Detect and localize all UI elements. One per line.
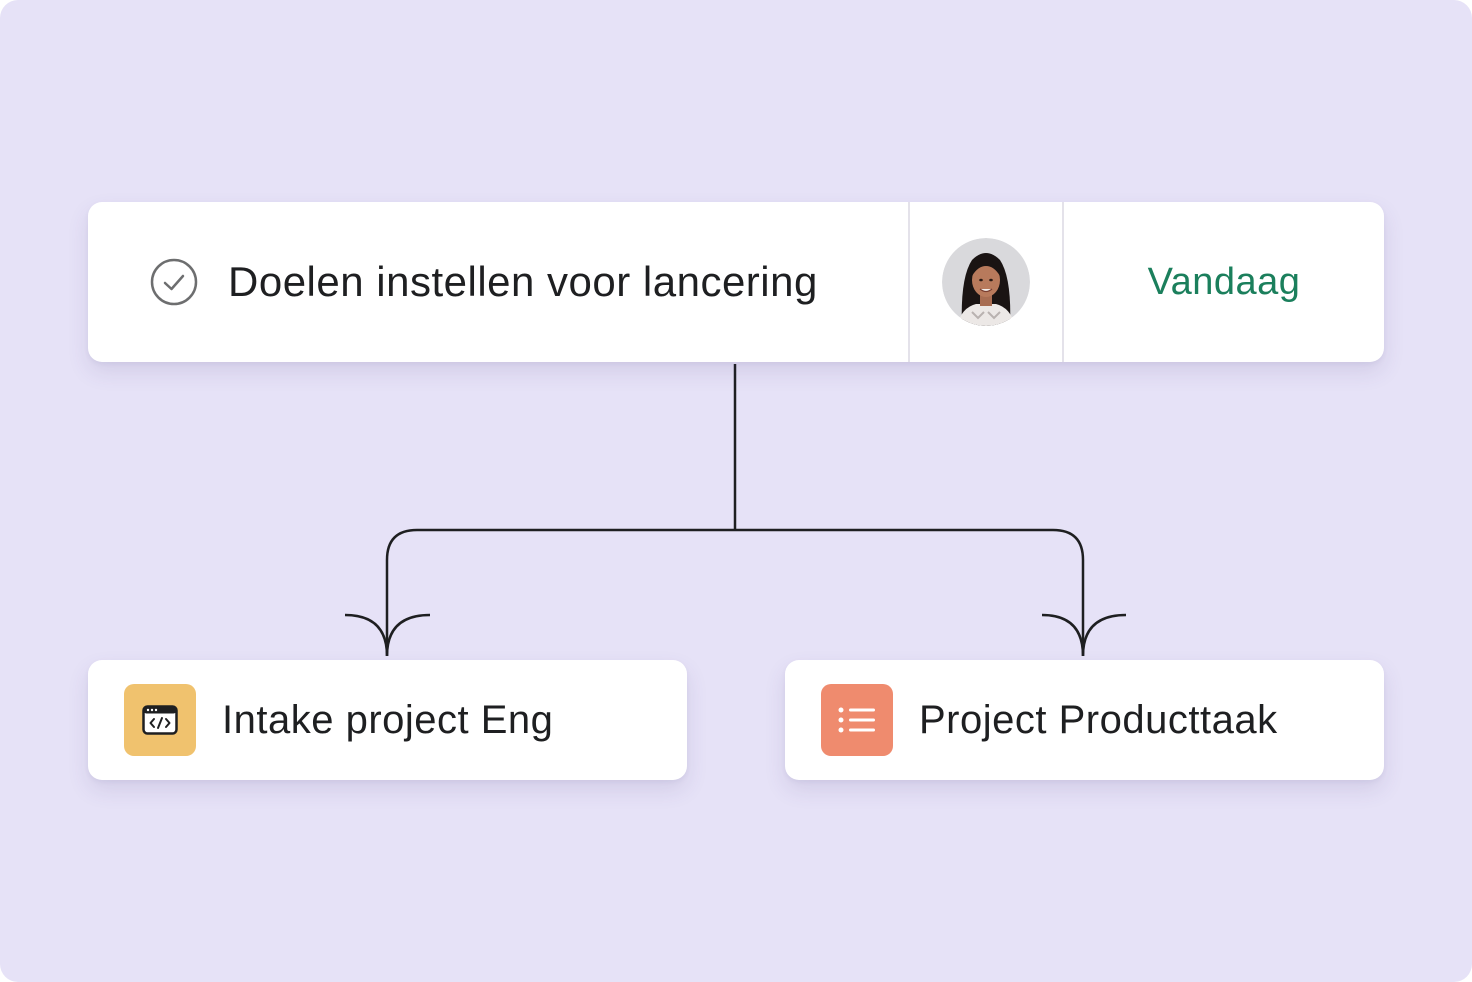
code-window-icon bbox=[124, 684, 196, 756]
arrowhead-right bbox=[1041, 613, 1127, 657]
due-date-cell[interactable]: Vandaag bbox=[1064, 202, 1384, 362]
subproject-title: Intake project Eng bbox=[222, 697, 554, 742]
subproject-card-intake[interactable]: Intake project Eng bbox=[88, 660, 687, 780]
connector-branch-right bbox=[735, 528, 1085, 656]
assignee-cell[interactable] bbox=[910, 202, 1062, 362]
task-title: Doelen instellen voor lancering bbox=[228, 258, 818, 305]
avatar[interactable] bbox=[942, 238, 1030, 326]
task-main-cell[interactable]: Doelen instellen voor lancering bbox=[88, 202, 908, 362]
due-date: Vandaag bbox=[1147, 260, 1301, 303]
cell-divider bbox=[908, 202, 910, 362]
subproject-card-producttaak[interactable]: Project Producttaak bbox=[785, 660, 1384, 780]
list-icon bbox=[821, 684, 893, 756]
subproject-title: Project Producttaak bbox=[919, 697, 1278, 742]
arrowhead-left bbox=[344, 613, 431, 657]
task-card[interactable]: Doelen instellen voor lancering bbox=[88, 202, 1384, 362]
connector-branch-left bbox=[385, 528, 735, 656]
cell-divider bbox=[1062, 202, 1064, 362]
check-circle-icon[interactable] bbox=[150, 258, 198, 306]
